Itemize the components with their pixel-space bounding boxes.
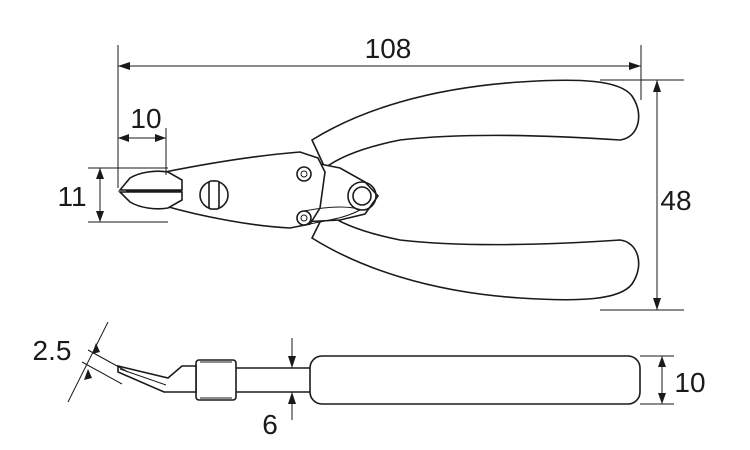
pliers-top-view <box>118 79 640 301</box>
lower-handle <box>310 210 640 301</box>
dimension-handle-span: 48 <box>600 79 692 311</box>
side-joint <box>195 359 237 401</box>
handle-thickness-label: 10 <box>674 367 705 398</box>
tip-thickness-label: 2.5 <box>33 335 72 366</box>
upper-handle <box>310 79 640 170</box>
side-bent-jaw <box>117 364 197 393</box>
cutting-jaw-lower <box>118 191 183 210</box>
spring-eye-inner <box>352 186 372 206</box>
rivet-upper <box>296 166 312 182</box>
dimension-handle-thickness: 10 <box>640 355 706 405</box>
dimension-overall-length: 108 <box>117 33 642 188</box>
handle-span-label: 48 <box>660 185 691 216</box>
pivot-screw-slot <box>208 180 220 210</box>
rivet-upper-inner <box>300 170 308 178</box>
pliers-side-view <box>117 355 641 405</box>
jaw-width-label: 11 <box>57 181 86 212</box>
dimension-jaw-length: 10 <box>118 103 167 175</box>
jaw-length-label: 10 <box>130 103 161 134</box>
rivet-lower-inner <box>300 214 308 222</box>
cutting-jaw-upper <box>118 170 183 191</box>
side-handle <box>309 355 641 405</box>
dimension-jaw-width: 11 <box>57 167 168 223</box>
joint-thickness-label: 6 <box>262 409 278 440</box>
overall-length-label: 108 <box>365 33 412 64</box>
dimension-joint-thickness: 6 <box>262 338 296 440</box>
dimension-tip-thickness: 2.5 <box>33 321 129 403</box>
spring-wire <box>303 206 363 226</box>
